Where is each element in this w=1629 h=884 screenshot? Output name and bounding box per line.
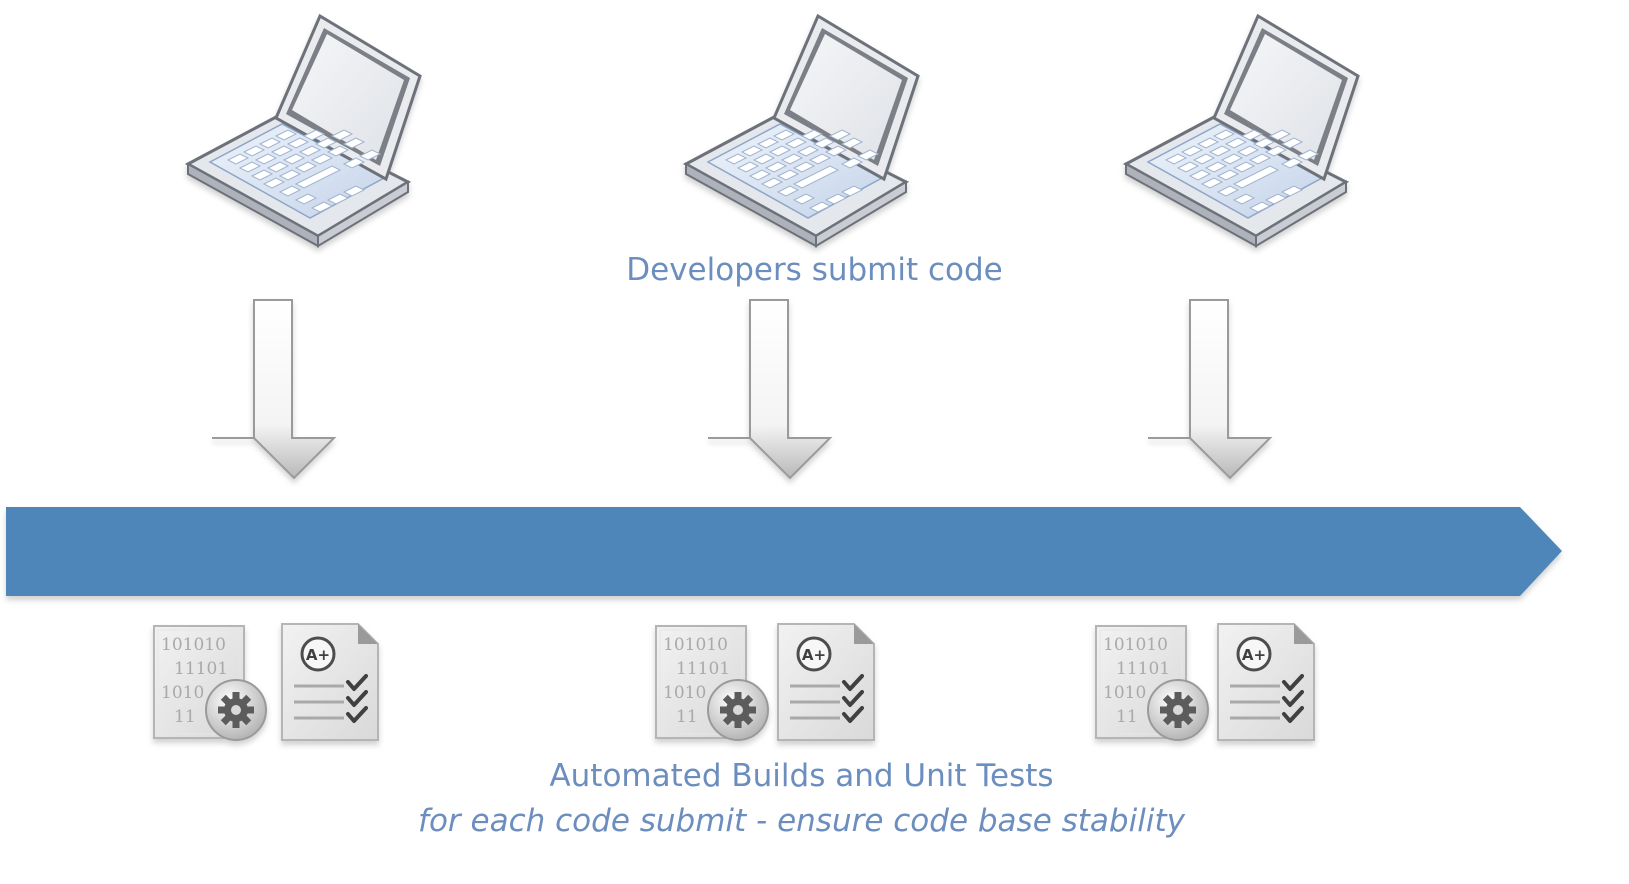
svg-text:11: 11 — [1116, 707, 1138, 727]
svg-text:101010: 101010 — [663, 635, 728, 655]
svg-text:11: 11 — [174, 707, 196, 727]
build-doc-digits: 101010 11101 1010 11 — [663, 635, 730, 727]
svg-text:11101: 11101 — [1116, 659, 1170, 679]
build-step-3: 101010 11101 1010 11 A+ — [1095, 622, 1316, 742]
builds-title-label: Automated Builds and Unit Tests — [549, 758, 1054, 794]
svg-text:1010: 1010 — [1103, 683, 1146, 703]
test-report-checklist-icon — [1216, 622, 1316, 742]
builds-subtitle-label: for each code submit - ensure code base … — [418, 803, 1185, 839]
developer-laptop-1 — [186, 14, 422, 248]
svg-text:101010: 101010 — [1103, 635, 1168, 655]
submit-arrow-2 — [707, 299, 831, 479]
grade-text: A+ — [306, 646, 330, 664]
developer-laptop-3 — [1124, 14, 1360, 248]
down-arrow-icon — [707, 299, 831, 479]
developers-submit-label: Developers submit code — [626, 252, 1003, 288]
svg-text:11101: 11101 — [676, 659, 730, 679]
build-doc-digits: 101010 11101 1010 11 — [1103, 635, 1170, 727]
laptop-icon — [186, 14, 422, 248]
svg-text:1010: 1010 — [161, 683, 204, 703]
build-doc-digits: 101010 11101 1010 11 — [161, 635, 228, 727]
test-report-checklist-icon — [776, 622, 876, 742]
developer-laptop-2 — [684, 14, 920, 248]
svg-text:1010: 1010 — [663, 683, 706, 703]
laptop-icon — [684, 14, 920, 248]
build-step-1: 101010 11101 1010 11 A+ — [153, 622, 380, 742]
svg-text:101010: 101010 — [161, 635, 226, 655]
laptop-icon — [1124, 14, 1360, 248]
grade-text: A+ — [1242, 646, 1266, 664]
build-step-2: 101010 11101 1010 11 A+ — [655, 622, 876, 742]
svg-text:11: 11 — [676, 707, 698, 727]
grade-text: A+ — [802, 646, 826, 664]
submit-arrow-3 — [1147, 299, 1271, 479]
pipeline-band — [6, 507, 1562, 596]
down-arrow-icon — [211, 299, 335, 479]
test-report-checklist-icon — [280, 622, 380, 742]
svg-text:11101: 11101 — [174, 659, 228, 679]
submit-arrow-1 — [211, 299, 335, 479]
down-arrow-icon — [1147, 299, 1271, 479]
